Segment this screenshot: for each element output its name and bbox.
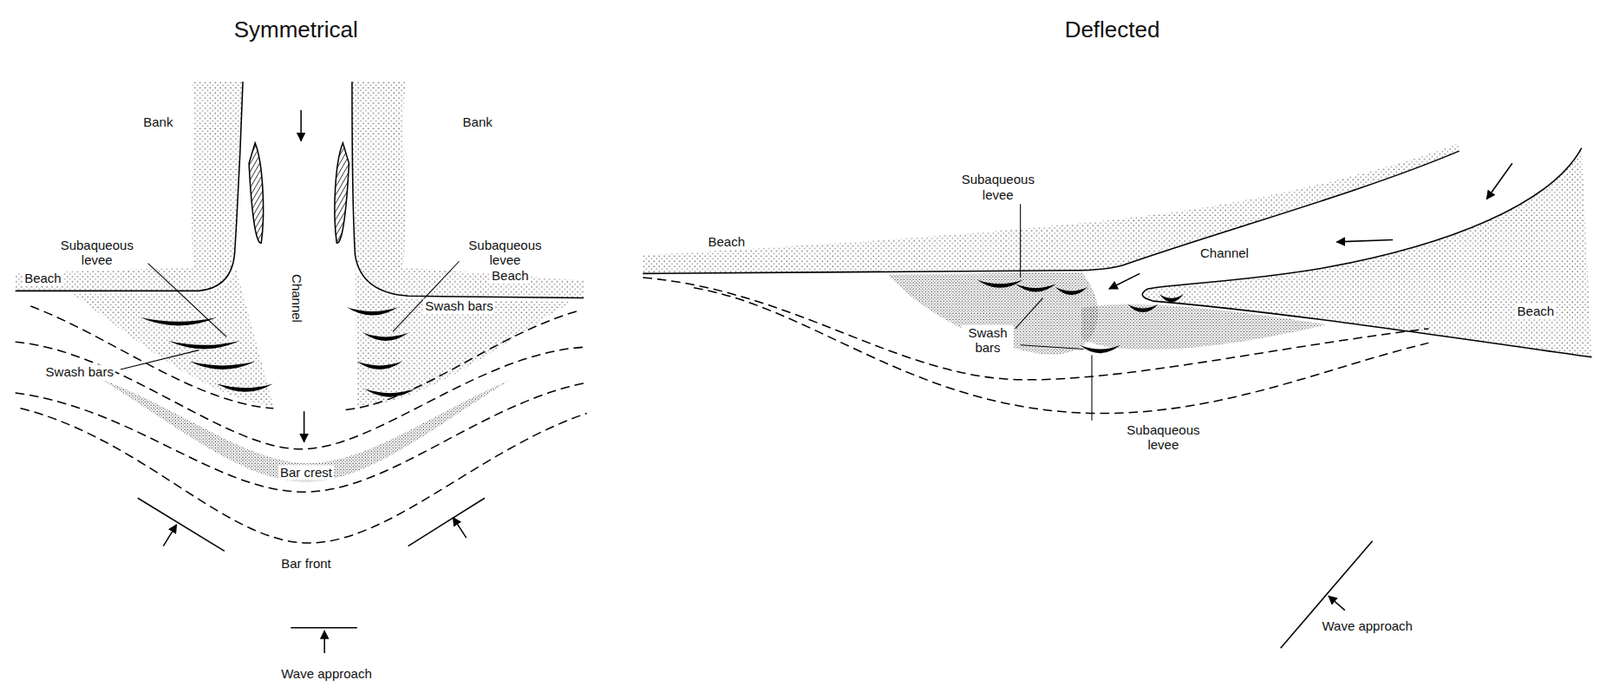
bar-outline <box>642 277 1429 414</box>
beach-line <box>642 150 1459 274</box>
swash-bar <box>168 340 240 349</box>
flow-arrow <box>303 411 306 442</box>
swash-bar <box>346 306 399 315</box>
beach-sand <box>642 143 1459 275</box>
swash-bars-label: Swash bars <box>961 325 1014 356</box>
channel-label: Channel <box>1198 245 1251 261</box>
swash-bars-label: Swash bars <box>423 298 495 314</box>
spit-line <box>1142 148 1592 358</box>
bank-sand <box>15 81 243 291</box>
leader-lines <box>120 261 460 370</box>
levee-label: Subaqueous levee <box>52 236 143 268</box>
bank-sand <box>352 81 584 298</box>
wave-crest <box>408 497 485 546</box>
flow-arrow <box>1109 273 1140 289</box>
wave-arrow <box>1328 595 1346 610</box>
bar-outline <box>15 306 588 543</box>
swash-bar <box>1159 293 1184 302</box>
swash-bar <box>356 361 403 370</box>
swash-bar <box>977 279 1024 288</box>
flow-arrow <box>1486 163 1512 199</box>
swash-bar <box>189 361 255 370</box>
channel-bank <box>352 81 584 298</box>
channel-bank <box>15 81 243 291</box>
swash-bar <box>216 383 274 392</box>
swash-bar <box>1055 287 1089 295</box>
bank-label: Bank <box>141 115 175 131</box>
flow-arrow <box>1336 240 1393 242</box>
symmetrical-panel <box>15 81 588 654</box>
bank-label: Bank <box>461 115 495 131</box>
wave-crest <box>290 626 357 629</box>
leader-lines <box>1015 203 1092 420</box>
levee-label: Subaqueous levee <box>953 171 1044 203</box>
panel-title: Symmetrical <box>232 17 360 44</box>
beach-label: Beach <box>22 271 64 287</box>
wave-arrow <box>163 524 177 547</box>
beach-label: Beach <box>705 234 747 249</box>
wave-arrow <box>323 630 326 654</box>
swash-zone <box>354 267 571 408</box>
wave-approach-label: Wave approach <box>279 666 374 681</box>
levee-strip <box>248 143 263 243</box>
swash-bar <box>1127 304 1158 313</box>
swash-bar <box>140 317 217 326</box>
bar-crest-zone <box>102 379 511 483</box>
bar-crest-label: Bar crest <box>278 464 334 480</box>
wave-arrow <box>452 517 466 539</box>
wave-crest <box>137 497 225 551</box>
swash-bar <box>364 388 416 397</box>
beach-label: Beach <box>1515 303 1557 319</box>
flow-arrow <box>300 110 302 141</box>
swash-bars-label: Swash bars <box>44 365 116 380</box>
swash-bar <box>1015 283 1057 292</box>
bar-front-label: Bar front <box>279 555 334 571</box>
levee-label: Subaqueous levee <box>1117 421 1209 452</box>
channel-label: Channel <box>289 272 305 325</box>
swash-bar <box>1079 345 1121 353</box>
levee-label: Subaqueous levee <box>459 236 550 268</box>
levee-strip <box>334 143 349 243</box>
swash-bar <box>362 333 409 341</box>
panel-title: Deflected <box>1063 17 1163 44</box>
beach-label: Beach <box>489 267 531 283</box>
levee-zone <box>888 272 1098 355</box>
wave-approach-label: Wave approach <box>1319 619 1415 634</box>
levee-zone <box>1081 304 1326 351</box>
deflected-panel <box>642 143 1592 648</box>
swash-zone <box>71 267 274 406</box>
